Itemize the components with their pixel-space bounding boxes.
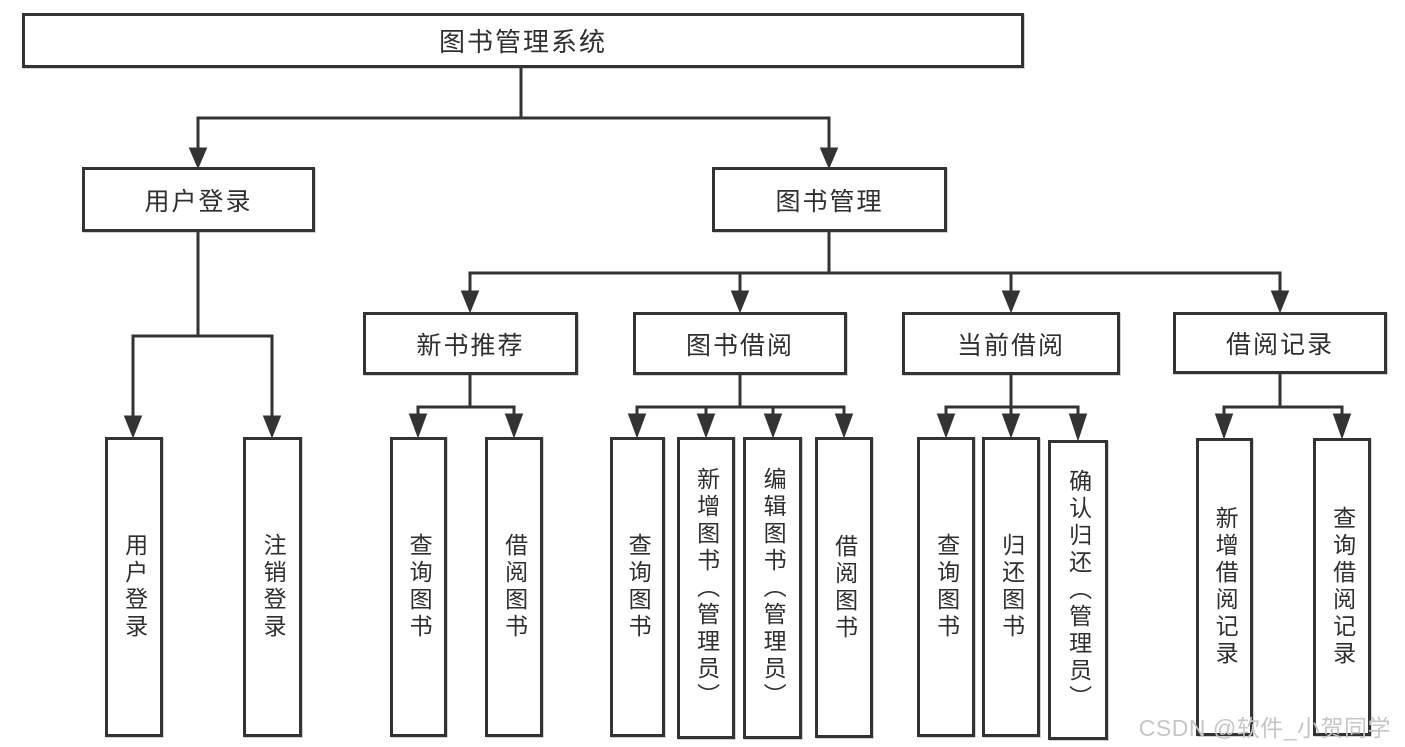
arrow-down-icon — [460, 290, 480, 314]
arrow-down-icon — [408, 413, 428, 439]
watermark: CSDN @软件_小贺同学 — [1138, 715, 1391, 741]
arrow-down-icon — [819, 147, 839, 170]
node-book-management: 图书管理 — [712, 167, 947, 232]
arrow-down-icon — [763, 413, 783, 439]
node-root-label: 图书管理系统 — [438, 27, 607, 57]
leaf-return-book: 归还图书 — [982, 437, 1040, 737]
leaf-add-book-admin: 新增图书（管理员） — [677, 437, 735, 739]
node-new-book-recommend-label: 新书推荐 — [416, 331, 525, 360]
arrow-down-icon — [834, 413, 854, 439]
node-book-borrow-label: 图书借阅 — [685, 331, 794, 360]
leaf-add-borrow-record: 新增借阅记录 — [1196, 438, 1253, 736]
arrow-down-icon — [1068, 413, 1088, 442]
arrow-down-icon — [936, 413, 956, 439]
leaf-logout: 注销登录 — [243, 437, 302, 737]
arrow-down-icon — [696, 413, 716, 439]
node-book-management-label: 图书管理 — [775, 187, 884, 216]
arrow-down-icon — [730, 290, 750, 314]
node-root: 图书管理系统 — [22, 13, 1024, 68]
leaf-edit-book-admin-label: 编辑图书（管理员） — [760, 466, 787, 710]
arrow-down-icon — [188, 147, 208, 170]
leaf-borrow-book-recommend-label: 借阅图书 — [501, 533, 528, 641]
arrow-down-icon — [1214, 413, 1234, 440]
leaf-query-book-borrow: 查询图书 — [610, 437, 665, 737]
leaf-borrow-book: 借阅图书 — [815, 437, 873, 738]
arrow-down-icon — [123, 415, 143, 439]
node-borrow-record-label: 借阅记录 — [1225, 331, 1334, 359]
node-user-login: 用户登录 — [82, 167, 315, 232]
leaf-logout-label: 注销登录 — [260, 533, 287, 641]
leaf-add-borrow-record-label: 新增借阅记录 — [1212, 506, 1239, 668]
leaf-borrow-book-recommend: 借阅图书 — [485, 437, 543, 737]
arrow-down-icon — [262, 415, 282, 439]
arrow-down-icon — [1332, 413, 1352, 440]
leaf-borrow-book-label: 借阅图书 — [831, 533, 858, 642]
node-user-login-label: 用户登录 — [144, 187, 253, 216]
node-book-borrow: 图书借阅 — [633, 312, 847, 375]
leaf-query-book-recommend-label: 查询图书 — [406, 533, 433, 641]
leaf-query-borrow-record-label: 查询借阅记录 — [1329, 506, 1356, 668]
node-current-borrow-label: 当前借阅 — [956, 331, 1065, 360]
leaf-user-login: 用户登录 — [105, 437, 163, 737]
leaf-confirm-return-admin: 确认归还（管理员） — [1048, 440, 1108, 740]
leaf-query-book-borrow-label: 查询图书 — [625, 533, 652, 641]
leaf-confirm-return-admin-label: 确认归还（管理员） — [1065, 468, 1092, 712]
leaf-query-book-recommend: 查询图书 — [390, 437, 447, 737]
arrow-down-icon — [627, 413, 647, 439]
leaf-edit-book-admin: 编辑图书（管理员） — [743, 437, 802, 739]
arrow-down-icon — [1001, 290, 1021, 314]
leaf-query-borrow-record: 查询借阅记录 — [1313, 438, 1371, 736]
arrow-down-icon — [1270, 290, 1290, 314]
leaf-query-book-current: 查询图书 — [917, 437, 975, 737]
node-current-borrow: 当前借阅 — [902, 312, 1120, 375]
leaf-user-login-label: 用户登录 — [121, 533, 148, 641]
leaf-return-book-label: 归还图书 — [998, 533, 1025, 641]
node-borrow-record: 借阅记录 — [1173, 312, 1387, 374]
node-new-book-recommend: 新书推荐 — [363, 312, 578, 375]
arrow-down-icon — [504, 413, 524, 439]
leaf-add-book-admin-label: 新增图书（管理员） — [693, 466, 720, 710]
arrow-down-icon — [1001, 413, 1021, 439]
leaf-query-book-current-label: 查询图书 — [933, 533, 960, 641]
